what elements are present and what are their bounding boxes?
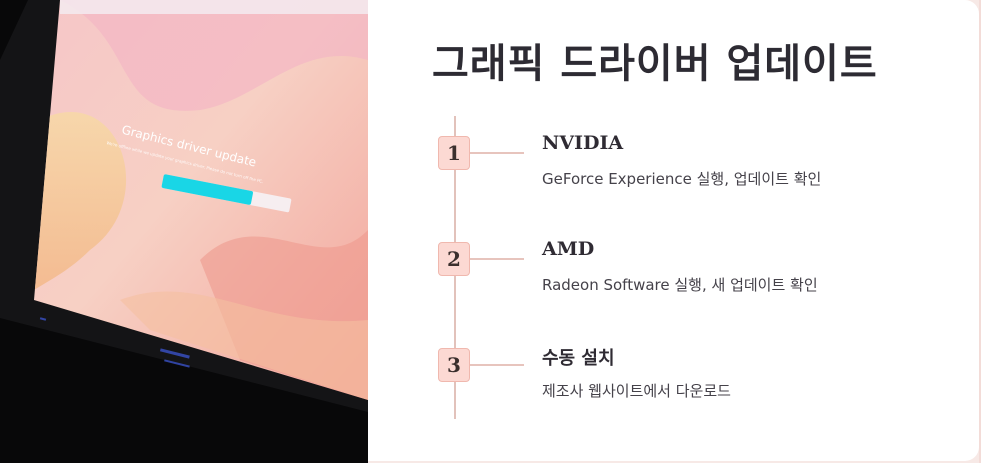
progress-fill bbox=[161, 174, 253, 205]
step-number-badge: 3 bbox=[438, 348, 470, 382]
step-title: 수동 설치 bbox=[542, 348, 615, 369]
step-connector bbox=[470, 152, 524, 154]
step-number-badge: 2 bbox=[438, 242, 470, 276]
step-nvidia: 1 NVIDIA GeForce Experience 실행, 업데이트 확인 bbox=[368, 132, 979, 206]
step-description: 제조사 웹사이트에서 다운로드 bbox=[542, 382, 731, 400]
step-description: Radeon Software 실행, 새 업데이트 확인 bbox=[542, 276, 818, 294]
laptop-screen-illustration: Graphics driver update We're offline whi… bbox=[0, 0, 368, 412]
step-title: AMD bbox=[542, 238, 595, 260]
laptop-photo: Graphics driver update We're offline whi… bbox=[0, 0, 368, 463]
page-title: 그래픽 드라이버 업데이트 bbox=[432, 41, 878, 87]
step-connector bbox=[470, 258, 524, 260]
content-panel: 그래픽 드라이버 업데이트 1 NVIDIA GeForce Experienc… bbox=[368, 0, 979, 461]
driver-progress-bar bbox=[161, 174, 292, 213]
right-edge bbox=[979, 0, 981, 463]
step-title: NVIDIA bbox=[542, 132, 624, 154]
step-description: GeForce Experience 실행, 업데이트 확인 bbox=[542, 170, 822, 188]
step-amd: 2 AMD Radeon Software 실행, 새 업데이트 확인 bbox=[368, 238, 979, 312]
step-number-badge: 1 bbox=[438, 136, 470, 170]
step-connector bbox=[470, 364, 524, 366]
step-manual-install: 3 수동 설치 제조사 웹사이트에서 다운로드 bbox=[368, 348, 979, 418]
